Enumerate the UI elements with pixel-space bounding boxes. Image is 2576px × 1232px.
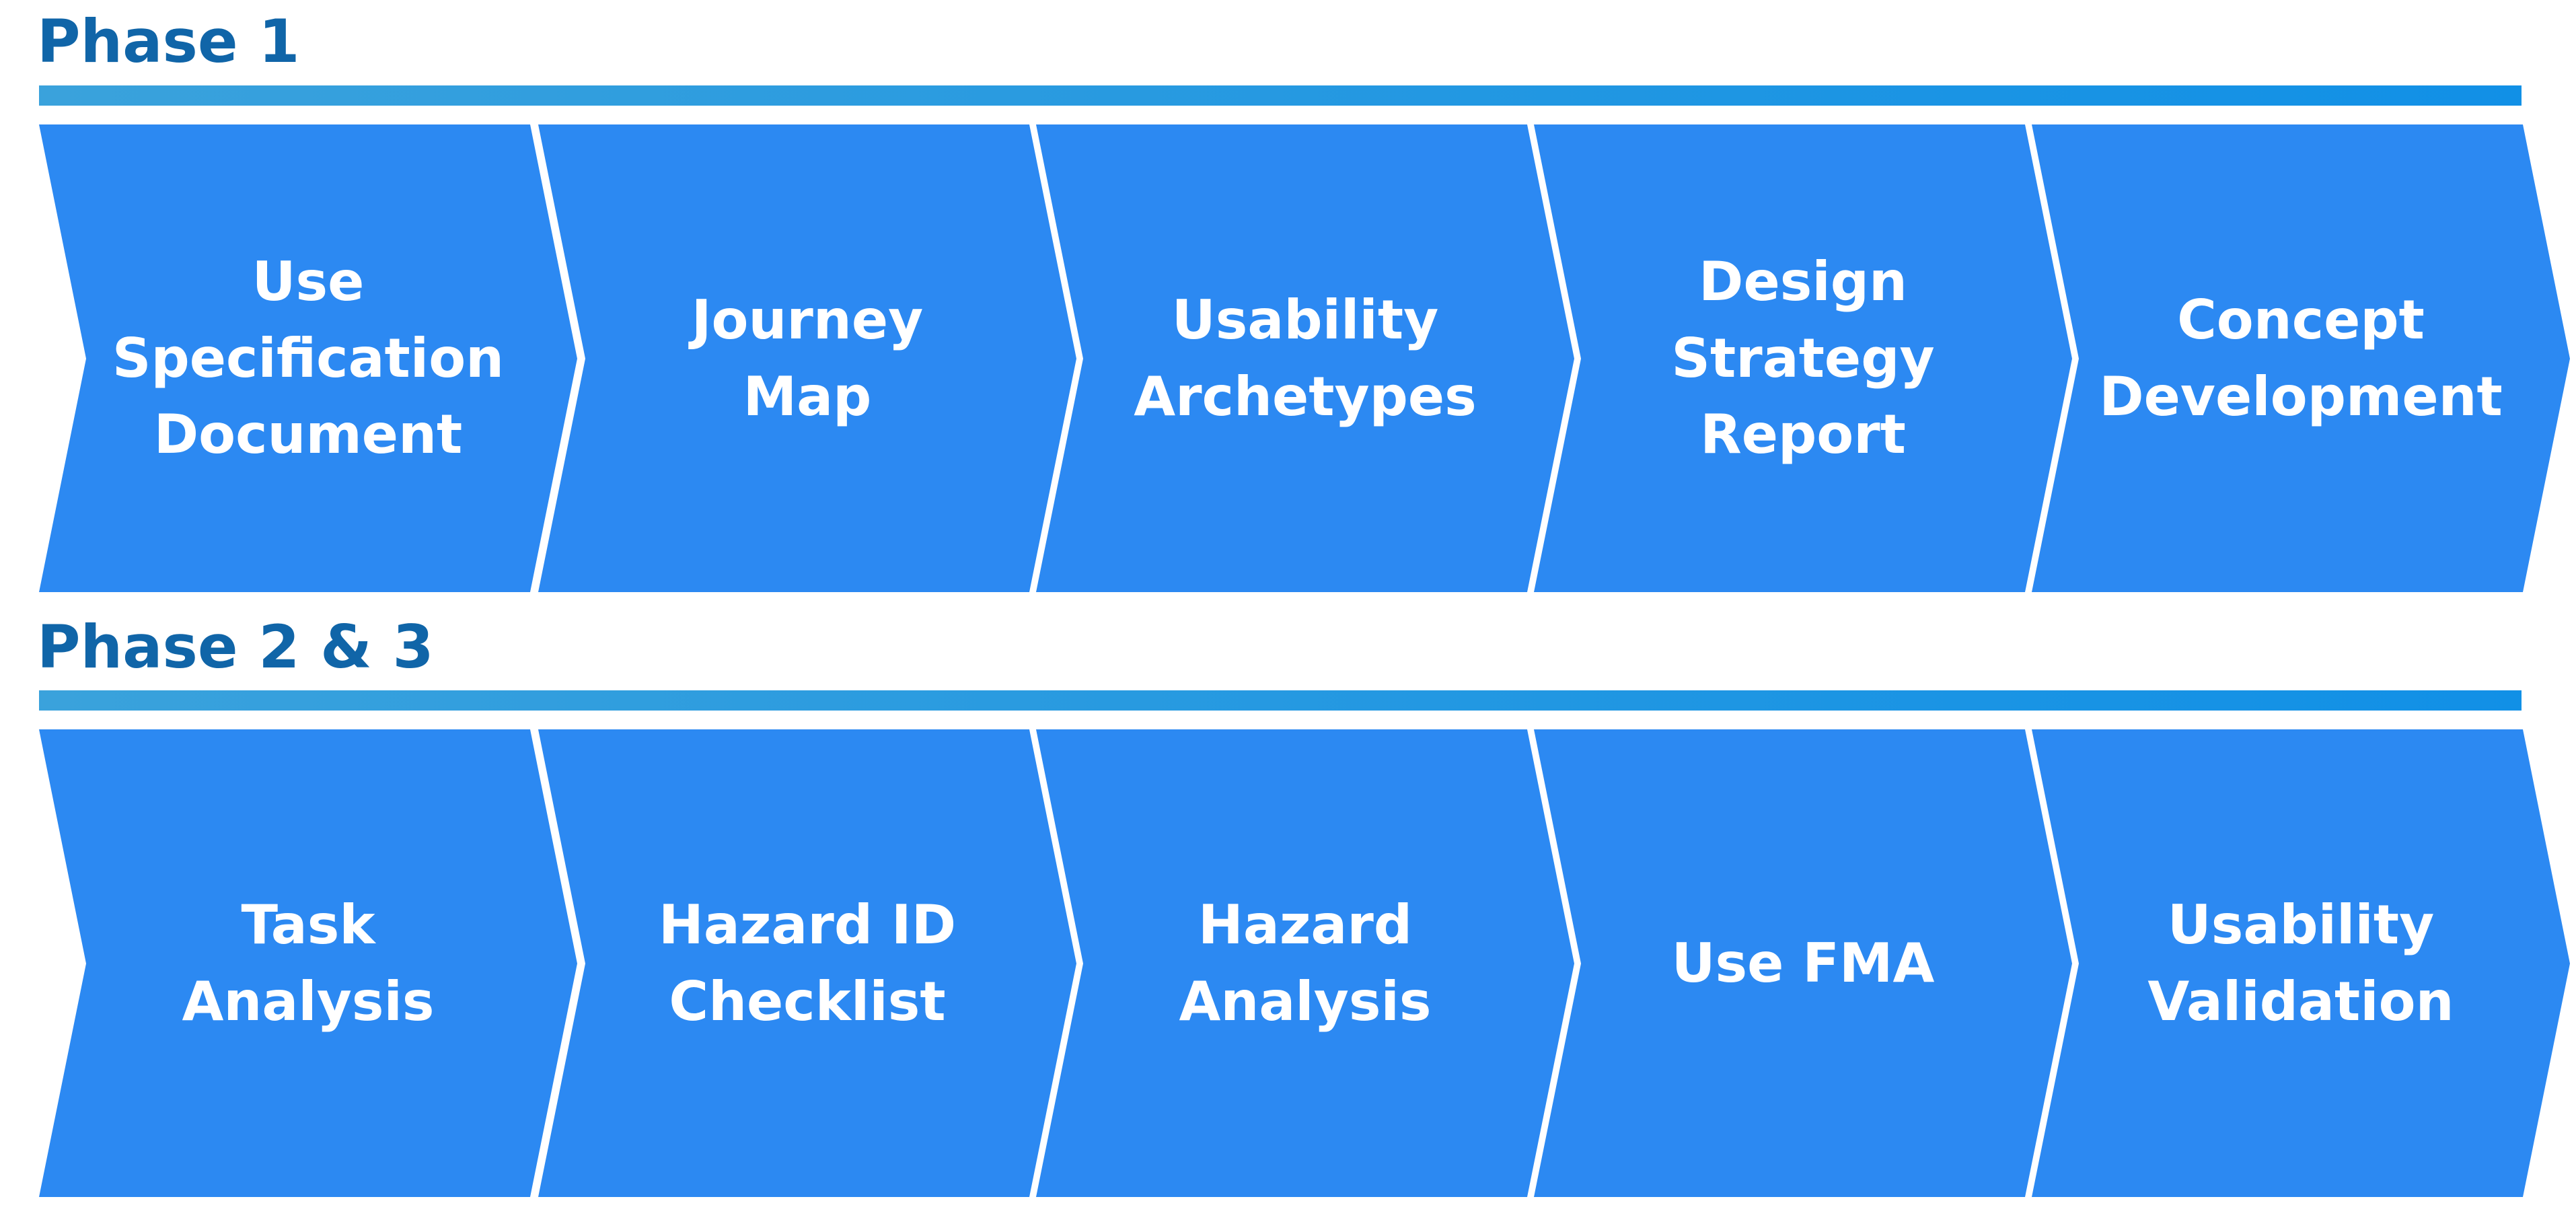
chevron-shape [39,124,577,592]
step-label: Use FMA [1671,931,1935,994]
phase-2-3-step-3: Hazard Analysis [1036,729,1574,1197]
chevron-shape [39,729,577,1197]
phase-2-3-step-4: Use FMA [1534,729,2072,1197]
step-label: Use Specification Document [112,250,505,466]
step-label: Usability Validation [2147,893,2454,1033]
phase-2-3-title: Phase 2 & 3 [37,612,434,682]
phase-1-step-1: Use Specification Document [39,124,577,592]
phase-1-divider-bar [39,85,2522,106]
phase-2-3-step-5: Usability Validation [2032,729,2570,1197]
phase-1-title: Phase 1 [37,7,300,76]
phase-1-step-3: Usability Archetypes [1036,124,1574,592]
step-label: Task Analysis [182,893,435,1033]
step-label: Hazard Analysis [1179,893,1432,1033]
step-label: Hazard ID Checklist [658,893,957,1033]
step-label: Usability Archetypes [1134,288,1477,428]
phase-2-3-divider-bar [39,690,2522,711]
step-label: Concept Development [2099,288,2503,428]
chevron-shape [1036,729,1574,1197]
chevron-shape [538,124,1076,592]
phase-2-3-step-2: Hazard ID Checklist [538,729,1076,1197]
chevron-shape [1534,729,2072,1197]
phase-1-step-4: Design Strategy Report [1534,124,2072,592]
chevron-shape [538,729,1076,1197]
step-label: Design Strategy Report [1671,250,1935,466]
chevron-shape [1534,124,2072,592]
step-label: Journey Map [691,288,924,428]
phase-1-step-2: Journey Map [538,124,1076,592]
chevron-shape [1036,124,1574,592]
phase-1-step-5: Concept Development [2032,124,2570,592]
chevron-shape [2032,729,2570,1197]
phase-2-3-step-1: Task Analysis [39,729,577,1197]
chevron-shape [2032,124,2570,592]
